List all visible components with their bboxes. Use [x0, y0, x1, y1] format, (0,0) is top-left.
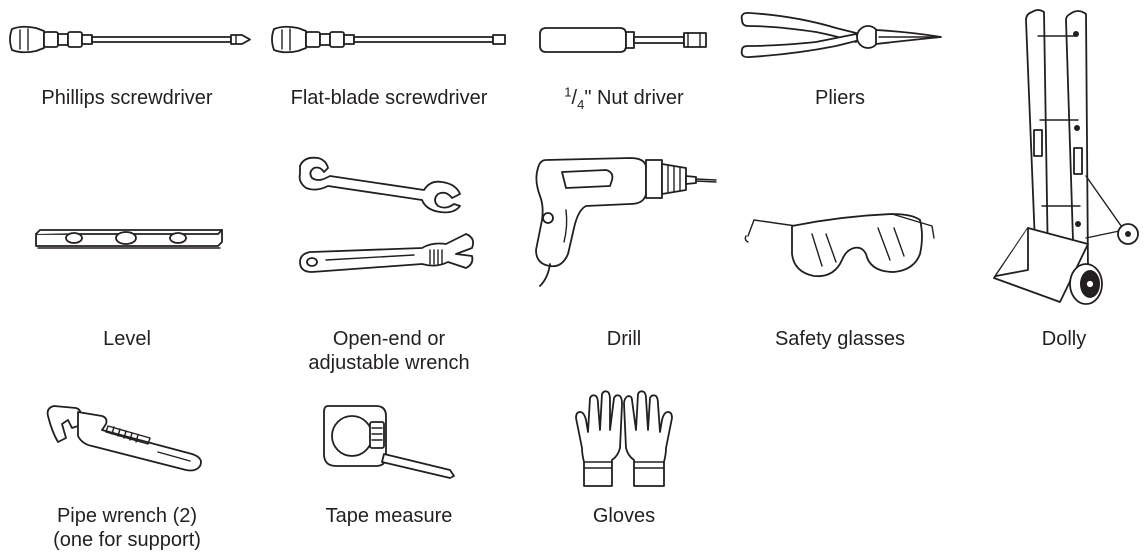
- gloves-label: Gloves: [592, 505, 656, 527]
- level-icon: [35, 229, 223, 249]
- wrench-label-line2: adjustable wrench: [308, 352, 470, 374]
- phillips-label: Phillips screwdriver: [41, 87, 213, 109]
- flat-blade-label: Flat-blade screwdriver: [290, 87, 488, 109]
- safety-glasses-icon: [744, 213, 935, 278]
- nut-driver-label: 1/4" Nut driver: [564, 84, 684, 112]
- wrench-label-line1: Open-end or: [332, 328, 446, 350]
- flat-blade-screwdriver-icon: [271, 25, 506, 54]
- tape-measure-icon: [323, 405, 455, 479]
- safety-glasses-label: Safety glasses: [774, 328, 906, 350]
- phillips-screwdriver-icon: [9, 25, 251, 54]
- drill-icon: [535, 157, 717, 287]
- level-label: Level: [103, 328, 151, 350]
- open-end-wrench-icon: [298, 156, 461, 214]
- pipe-wrench-label-line2: (one for support): [53, 529, 201, 551]
- gloves-icon: [575, 390, 673, 487]
- pipe-wrench-label-line1: Pipe wrench (2): [56, 505, 198, 527]
- nut-driver-icon: [539, 27, 707, 53]
- pipe-wrench-label: Pipe wrench (2) (one for support): [53, 504, 201, 552]
- nut-size-numerator: 1: [564, 84, 572, 100]
- pliers-icon: [740, 11, 942, 59]
- pipe-wrench-icon: [46, 405, 202, 472]
- nut-size-denominator: 4: [577, 97, 585, 112]
- adjustable-wrench-icon: [299, 233, 475, 273]
- dolly-icon: [993, 9, 1139, 305]
- tape-measure-label: Tape measure: [325, 505, 453, 527]
- nut-driver-label-text: " Nut driver: [584, 87, 684, 109]
- dolly-label: Dolly: [1041, 328, 1087, 350]
- wrench-label: Open-end or adjustable wrench: [308, 327, 469, 375]
- pliers-label: Pliers: [814, 87, 866, 109]
- drill-label: Drill: [606, 328, 642, 350]
